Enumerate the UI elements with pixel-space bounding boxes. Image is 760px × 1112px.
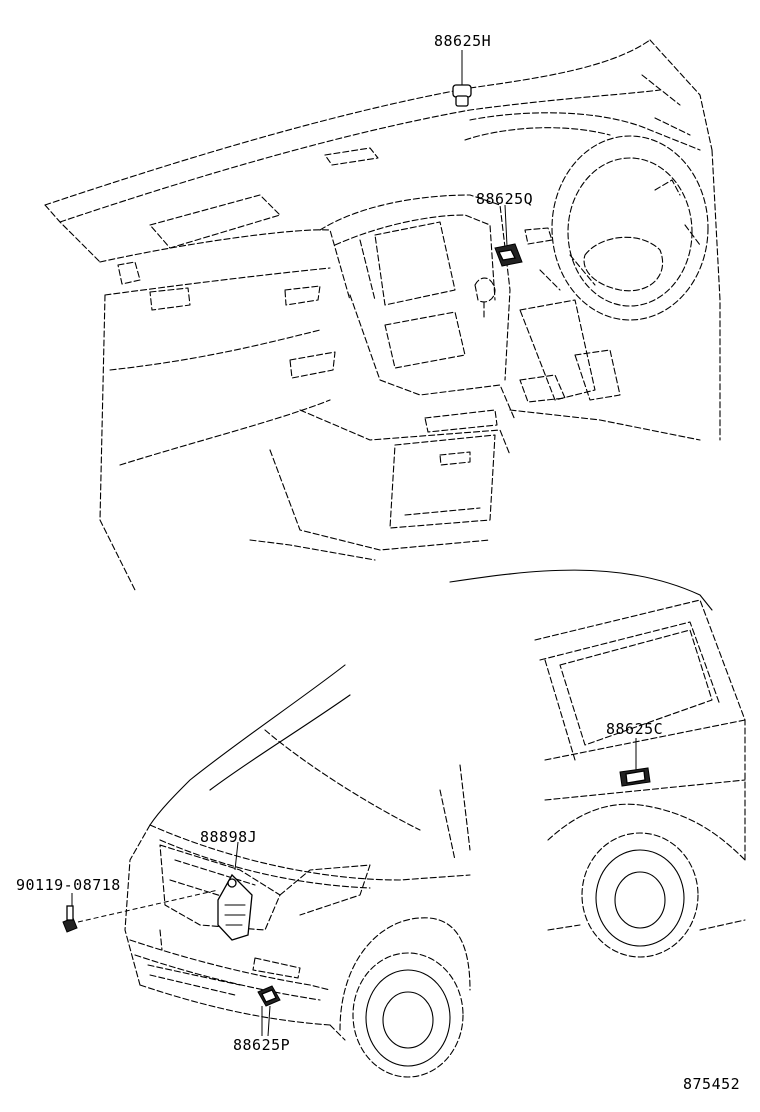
part-88625P-sensor bbox=[257, 985, 281, 1007]
part-90119-bolt bbox=[62, 905, 78, 933]
part-88898J-bracket bbox=[217, 873, 253, 941]
label-88625Q: 88625Q bbox=[476, 190, 534, 208]
leader-lines bbox=[71, 50, 637, 1037]
label-88625H: 88625H bbox=[434, 32, 492, 50]
label-88625C: 88625C bbox=[606, 720, 664, 738]
part-88625C-switch bbox=[619, 767, 651, 787]
part-88625H-clip bbox=[452, 84, 472, 107]
diagram-id: 875452 bbox=[683, 1075, 741, 1093]
vehicle-illustration bbox=[124, 569, 746, 1078]
part-88625Q-switch bbox=[494, 243, 523, 267]
label-88898J: 88898J bbox=[200, 828, 258, 846]
label-90119-08718: 90119-08718 bbox=[16, 876, 121, 894]
label-88625P: 88625P bbox=[233, 1036, 291, 1054]
dashboard-illustration bbox=[44, 39, 721, 591]
